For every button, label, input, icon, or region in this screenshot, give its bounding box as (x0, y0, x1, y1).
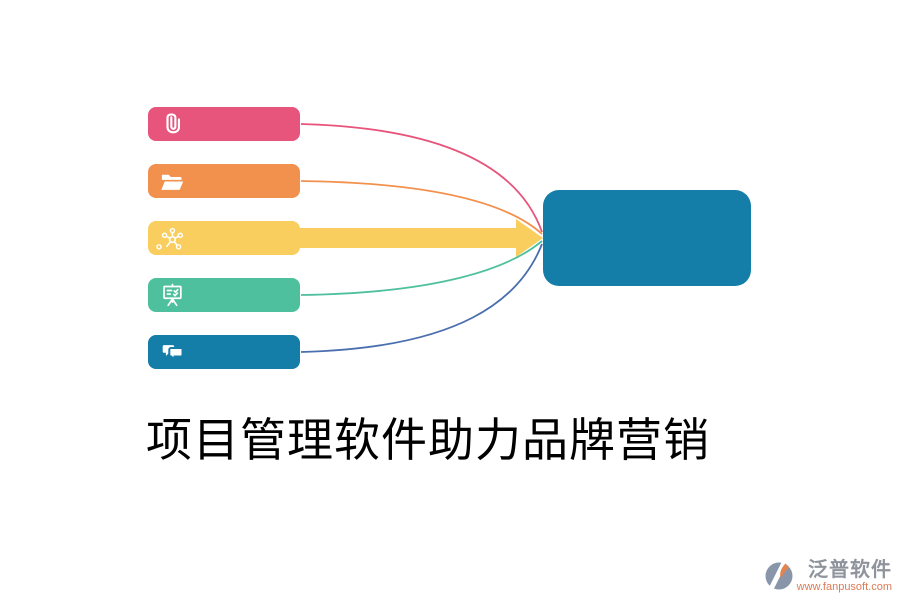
presentation-board-icon (163, 283, 182, 307)
source-node-network (148, 221, 300, 255)
connector-attachment-line (300, 123, 543, 233)
source-node-documents (148, 164, 300, 198)
watermark: 泛普软件 www.fanpusoft.com (763, 560, 892, 593)
connector-discussion-line (300, 243, 543, 353)
page-title: 项目管理软件助力品牌营销 (146, 414, 710, 466)
fanpu-logo-icon (765, 560, 793, 592)
source-node-discussion (148, 335, 300, 369)
target-node (543, 190, 751, 286)
connector-network-arrow (298, 219, 543, 257)
source-node-presentation (148, 278, 300, 312)
paperclip-icon (166, 113, 181, 134)
connector-documents-line (300, 180, 543, 235)
source-node-attachment (148, 107, 300, 141)
watermark-texts: 泛普软件 www.fanpusoft.com (797, 560, 892, 593)
network-hub-icon (156, 227, 184, 250)
watermark-brand: 泛普软件 (808, 559, 892, 581)
connector-presentation-line (300, 240, 543, 296)
folder-open-icon (161, 174, 184, 190)
chat-bubbles-icon (162, 345, 184, 363)
watermark-url: www.fanpusoft.com (796, 581, 892, 593)
